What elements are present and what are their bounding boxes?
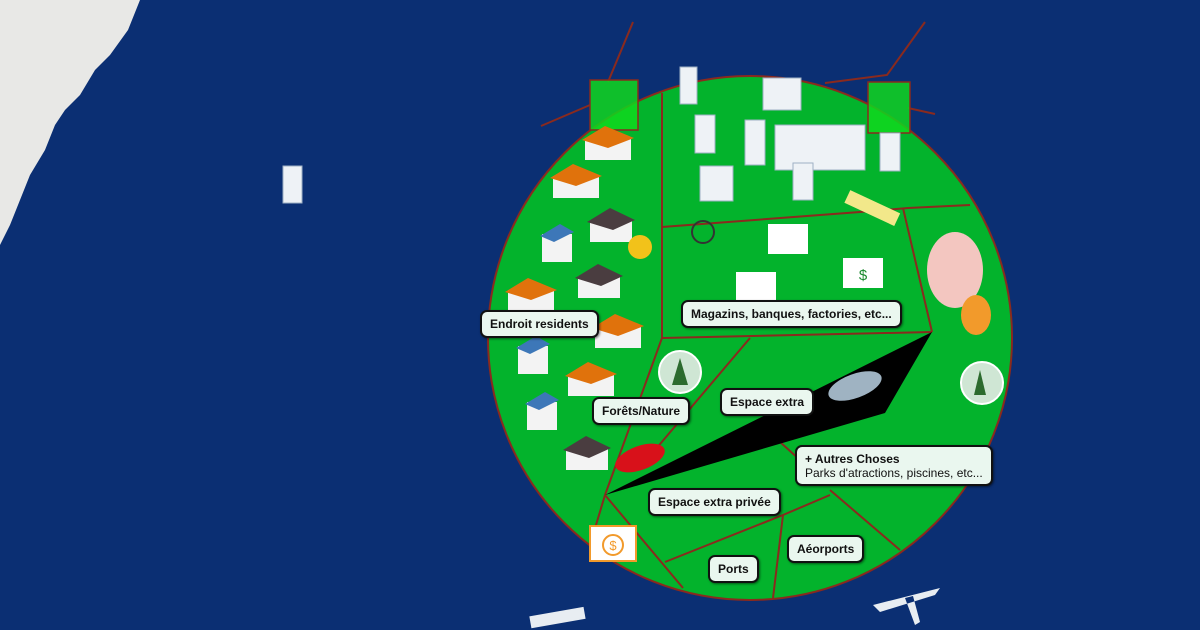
label-ports: Ports xyxy=(708,555,759,583)
scooter-icon xyxy=(628,235,652,259)
farm-animals-icon xyxy=(927,232,983,308)
red-car-icon xyxy=(615,443,665,473)
label-other-things: + Autres Choses Parks d'atractions, pisc… xyxy=(795,445,993,486)
factory-icon xyxy=(736,272,776,300)
house-icons xyxy=(505,126,644,470)
nature-icons xyxy=(658,350,1004,405)
label-forest: Forêts/Nature xyxy=(592,397,691,425)
money-icon: $ xyxy=(589,525,637,562)
chicken-icon xyxy=(961,295,991,335)
other-things-title: + Autres Choses xyxy=(805,452,900,466)
tram-icon xyxy=(844,190,901,227)
store-icon xyxy=(768,224,808,254)
label-commerce: Magazins, banques, factories, etc... xyxy=(681,300,902,328)
label-extra-space: Espace extra xyxy=(720,388,815,416)
airplane-icon xyxy=(873,588,940,625)
bicycle-icon xyxy=(691,220,715,244)
bank-icon xyxy=(843,258,883,288)
vehicle-icons xyxy=(529,220,991,629)
grey-car-icon xyxy=(828,371,882,401)
label-residents: Endroit residents xyxy=(480,310,599,338)
other-things-subtitle: Parks d'atractions, piscines, etc... xyxy=(805,466,983,480)
coastline-land xyxy=(0,0,140,245)
label-private-extra-space: Espace extra privée xyxy=(648,488,781,516)
zone-marker-right[interactable] xyxy=(867,81,911,134)
building-icons xyxy=(282,66,901,204)
label-airports: Aéorports xyxy=(787,535,865,563)
zone-marker-left[interactable] xyxy=(589,79,639,131)
svg-text:$: $ xyxy=(609,538,617,553)
service-icons: $ xyxy=(736,190,901,300)
ship-icon xyxy=(529,606,586,629)
svg-text:$: $ xyxy=(859,267,868,284)
